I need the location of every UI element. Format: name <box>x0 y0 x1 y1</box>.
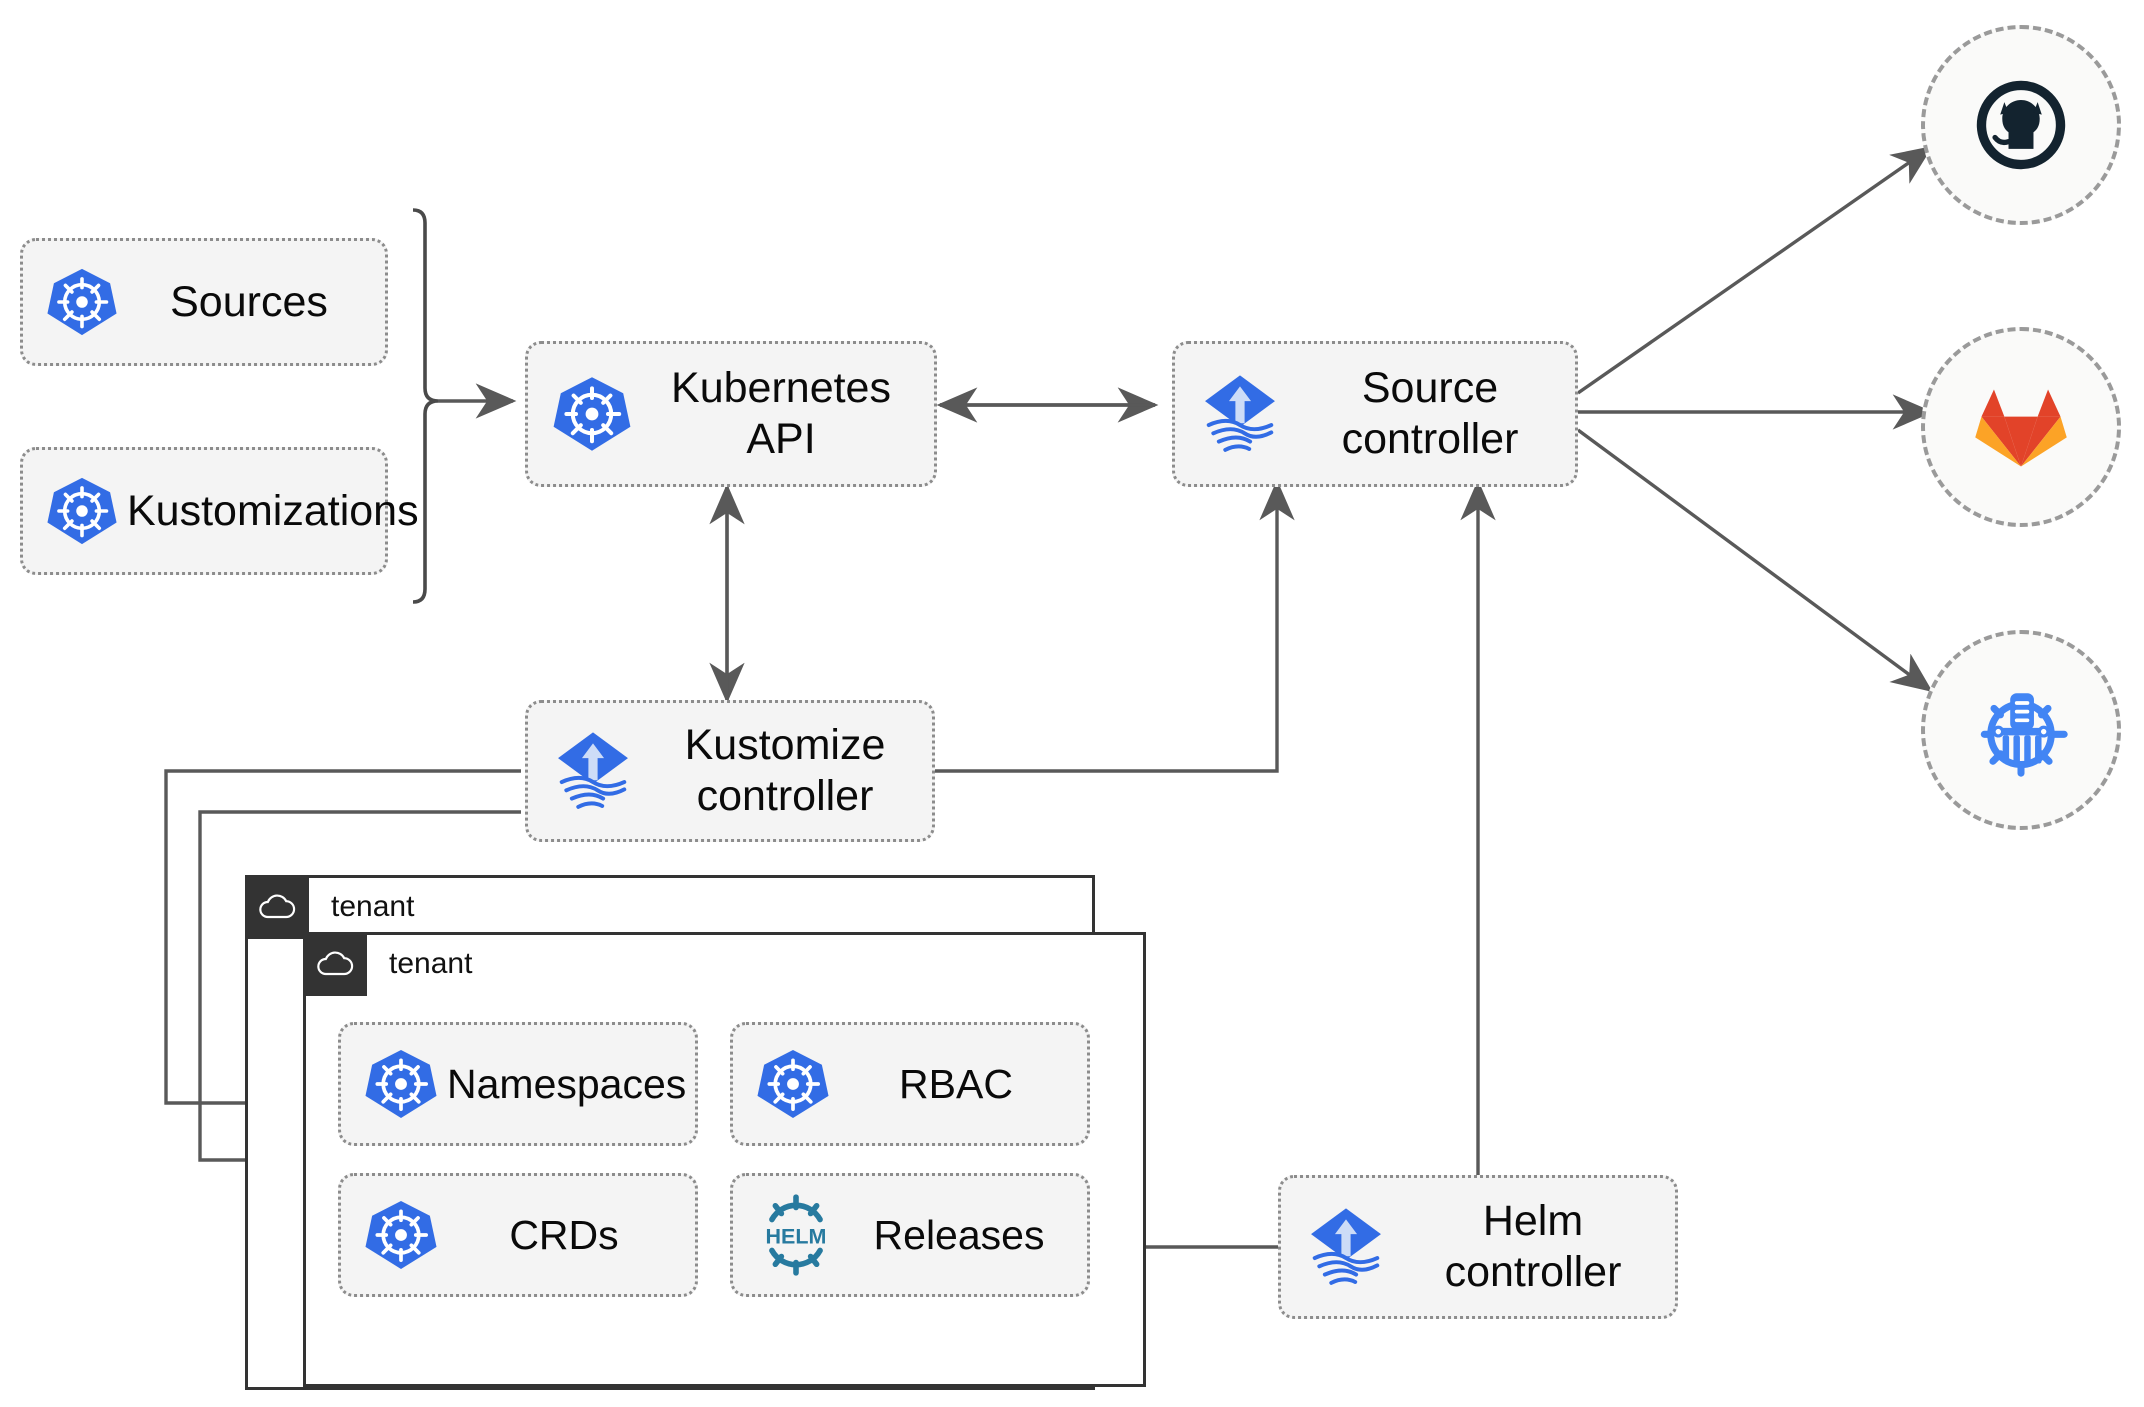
flux-icon <box>1291 1201 1401 1293</box>
cloud-icon <box>245 875 309 939</box>
provider-bucket[interactable] <box>1921 630 2121 830</box>
node-helm-controller[interactable]: Helm controller <box>1278 1175 1678 1319</box>
bucket-icon <box>1980 693 2068 777</box>
node-label: Namespaces <box>447 1060 687 1107</box>
kubernetes-icon <box>355 1047 447 1121</box>
kubernetes-icon <box>355 1198 447 1272</box>
tenant-label: tenant <box>389 947 473 980</box>
provider-gitlab[interactable] <box>1921 327 2121 527</box>
tenant-label: tenant <box>331 890 415 923</box>
node-label: Source controller <box>1341 364 1519 463</box>
node-label: Kustomizations <box>127 486 419 535</box>
kubernetes-icon <box>37 266 127 338</box>
cloud-icon <box>303 932 367 996</box>
flux-icon <box>1185 368 1295 460</box>
node-releases[interactable]: HELM Releases <box>730 1173 1090 1297</box>
tenant-box-inner: tenant <box>303 932 1146 1387</box>
gitlab-icon <box>1975 389 2067 467</box>
node-label: Kustomize controller <box>684 721 886 820</box>
kubernetes-icon <box>542 374 642 454</box>
node-label: Kubernetes API <box>671 364 891 463</box>
node-label: RBAC <box>899 1060 1013 1107</box>
provider-github[interactable] <box>1921 25 2121 225</box>
node-kustomize-controller[interactable]: Kustomize controller <box>525 700 935 842</box>
node-label: Helm controller <box>1444 1197 1622 1296</box>
tenant-tab: tenant <box>245 875 414 939</box>
node-rbac[interactable]: RBAC <box>730 1022 1090 1146</box>
flux-icon <box>538 725 648 817</box>
node-crds[interactable]: CRDs <box>338 1173 698 1297</box>
node-kustomizations[interactable]: Kustomizations <box>20 447 419 575</box>
node-kubernetes-api[interactable]: Kubernetes API <box>525 341 937 487</box>
node-namespaces[interactable]: Namespaces <box>338 1022 698 1146</box>
helm-wordmark: HELM <box>766 1225 827 1249</box>
node-label: Releases <box>873 1211 1045 1258</box>
node-sources[interactable]: Sources <box>20 238 388 366</box>
kubernetes-icon <box>747 1047 839 1121</box>
node-source-controller[interactable]: Source controller <box>1172 341 1578 487</box>
helm-icon: HELM <box>747 1192 845 1278</box>
node-label: Sources <box>170 277 328 326</box>
node-label: CRDs <box>509 1211 619 1258</box>
tenant-tab: tenant <box>303 932 472 996</box>
kubernetes-icon <box>37 475 127 547</box>
github-icon <box>1976 80 2066 170</box>
